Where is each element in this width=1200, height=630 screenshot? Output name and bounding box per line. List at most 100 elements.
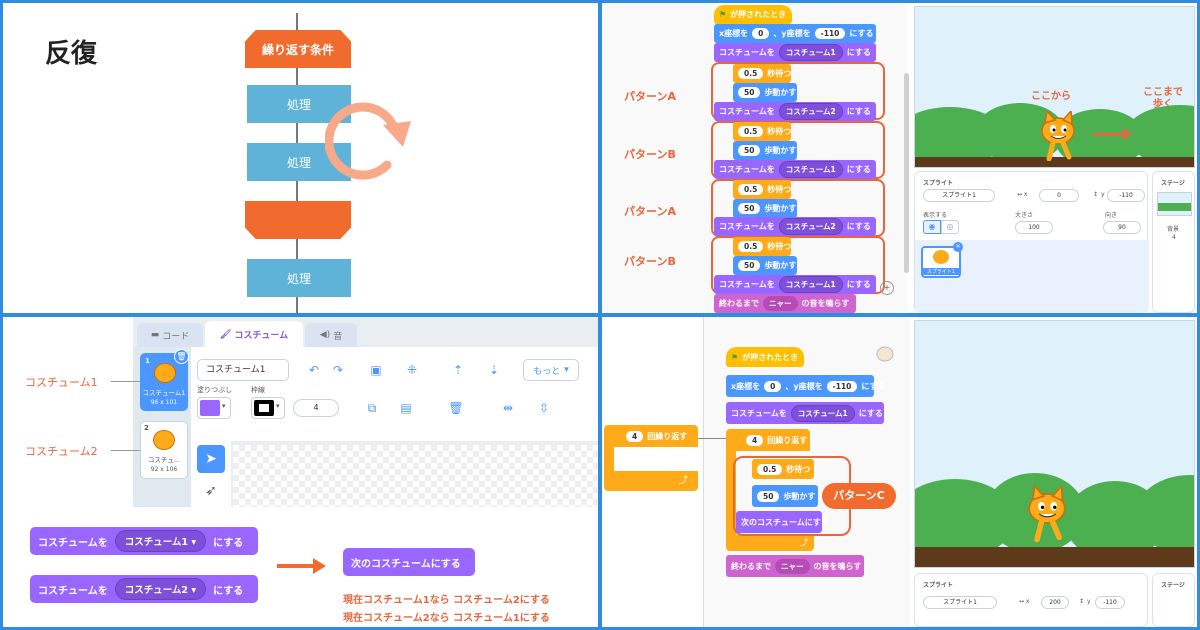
y-input[interactable]: -110: [1095, 596, 1125, 609]
hide-eye-icon[interactable]: ◎: [941, 220, 959, 234]
sprite-thumb[interactable]: スプライト1: [921, 246, 961, 278]
loop-arrow-icon: [325, 102, 411, 180]
to-label: ここまで 歩く: [1143, 87, 1183, 110]
y-input[interactable]: -110: [1107, 189, 1145, 202]
y-input[interactable]: -110: [814, 28, 846, 39]
process-label: 処理: [286, 97, 311, 112]
pattern-script-panel: ⚑ が押されたとき x座標を 0 、y座標を -110 にする コスチュームを …: [602, 3, 1197, 313]
y-arrows-icon: ↕: [1079, 598, 1085, 605]
backdrop-thumb[interactable]: [1157, 192, 1192, 216]
copy-icon[interactable]: ⧉: [367, 400, 377, 415]
repeat-block[interactable]: 4 回繰り返す: [726, 429, 810, 451]
switch-costume-block[interactable]: コスチュームを コスチューム1 にする: [714, 160, 876, 179]
arrow-right: [277, 564, 315, 568]
flip-horizontal-icon[interactable]: ⇹: [502, 401, 514, 415]
switch-costume-block[interactable]: コスチュームを コスチューム1 にする: [714, 275, 876, 294]
zoom-in-icon[interactable]: +: [880, 281, 894, 295]
outline-color-picker[interactable]: ▾: [251, 397, 285, 419]
from-label: ここから: [1031, 91, 1071, 102]
x-input[interactable]: 0: [752, 28, 770, 39]
green-flag-hat-block[interactable]: ⚑ が押されたとき: [726, 347, 804, 367]
flowchart-title: 反復: [45, 39, 98, 69]
size-input[interactable]: 100: [1015, 221, 1053, 234]
costume-dropdown[interactable]: コスチューム2 ▾: [114, 578, 207, 600]
switch-costume-block[interactable]: コスチュームを コスチューム1 ▾ にする: [30, 527, 258, 555]
select-tool-icon[interactable]: ➤: [197, 445, 225, 473]
undo-icon[interactable]: ↶: [308, 363, 320, 377]
ground: [915, 547, 1194, 567]
note-2: 現在コスチューム2なら コスチューム1にする: [343, 613, 550, 624]
costume-thumb-2[interactable]: 2 コスチュ... 92 x 106: [140, 421, 188, 479]
annotation-line: [111, 450, 140, 451]
canvas[interactable]: [233, 445, 598, 507]
costume-cat-icon: [154, 363, 176, 383]
stage-view[interactable]: ここから ここまで 歩く: [914, 6, 1195, 168]
switch-costume-block[interactable]: コスチュームを コスチューム2 ▾ にする: [30, 575, 258, 603]
costume-dropdown[interactable]: コスチューム1 ▾: [114, 530, 207, 552]
goto-xy-block[interactable]: x座標を 0 、y座標を -110 にする: [726, 375, 885, 397]
stage-selector-panel[interactable]: ステージ: [1152, 573, 1195, 627]
redo-icon[interactable]: ↷: [332, 363, 344, 377]
tab-costume[interactable]: 🖌コスチューム: [205, 321, 303, 348]
play-sound-block[interactable]: 終わるまで ニャー の音を鳴らす: [726, 555, 864, 577]
outline-width-input[interactable]: 4: [293, 399, 339, 417]
costume-cat-icon: [153, 430, 175, 450]
x-arrows-icon: ↔ x: [1017, 191, 1028, 198]
forward-icon[interactable]: ⇡: [452, 363, 464, 377]
tab-code[interactable]: ▬コード: [137, 323, 203, 347]
delete-icon[interactable]: 🗑: [448, 401, 464, 415]
stage-selector-panel[interactable]: ステージ 背景 4: [1152, 171, 1195, 313]
next-costume-block[interactable]: 次のコスチュームにする: [736, 511, 829, 533]
pattern-label: パターンA: [624, 205, 676, 218]
stage-view[interactable]: [914, 320, 1195, 568]
pattern-label: パターンB: [624, 255, 676, 268]
green-flag-icon: ⚑: [719, 10, 727, 19]
switch-costume-block[interactable]: コスチュームを コスチューム1 にする: [726, 402, 884, 424]
costume-name-input[interactable]: コスチューム1: [197, 359, 289, 381]
next-costume-block[interactable]: 次のコスチュームにする: [343, 548, 475, 576]
ungroup-icon[interactable]: ⁜: [406, 363, 418, 377]
switch-costume-block[interactable]: コスチュームを コスチューム1 にする: [714, 43, 876, 62]
switch-costume-block[interactable]: コスチュームを コスチューム2 にする: [714, 217, 876, 236]
note-1: 現在コスチューム1なら コスチューム2にする: [343, 595, 550, 606]
green-flag-hat-block[interactable]: ⚑ が押されたとき: [714, 5, 792, 24]
switch-costume-block[interactable]: コスチュームを コスチューム2 にする: [714, 102, 876, 121]
more-dropdown[interactable]: もっと▾: [523, 359, 579, 381]
x-input[interactable]: 200: [1041, 596, 1069, 609]
sprite-name-input[interactable]: スプライト1: [923, 189, 995, 202]
play-sound-block[interactable]: 終わるまで ニャー の音を鳴らす: [714, 294, 856, 313]
direction-input[interactable]: 90: [1103, 221, 1141, 234]
palette-repeat-block[interactable]: 4 回繰り返す: [604, 425, 698, 447]
group-icon[interactable]: ▣: [370, 363, 382, 377]
green-flag-icon: ⚑: [731, 352, 739, 362]
direction-arrow-head: [1123, 128, 1132, 140]
sprite-name-input[interactable]: スプライト1: [923, 596, 997, 609]
show-eye-icon[interactable]: ◉: [923, 220, 941, 234]
scratch-cat-icon: [1028, 485, 1066, 543]
paste-icon[interactable]: ▤: [400, 401, 412, 415]
reshape-tool-icon[interactable]: ➶: [205, 483, 217, 499]
flip-vertical-icon[interactable]: ⇳: [538, 401, 550, 415]
pattern-label: パターンB: [624, 148, 676, 161]
delete-sprite-icon[interactable]: ✕: [953, 242, 963, 252]
x-input[interactable]: 0: [1039, 189, 1079, 202]
costume-dropdown[interactable]: コスチューム1: [778, 44, 843, 61]
scrollbar[interactable]: [904, 73, 909, 273]
fill-color-picker[interactable]: ▾: [197, 397, 231, 419]
tab-sound[interactable]: ◀)音: [305, 323, 357, 347]
delete-costume-icon[interactable]: 🗑: [174, 349, 189, 364]
process-label: 処理: [286, 155, 311, 170]
goto-xy-block[interactable]: x座標を 0 、y座標を -110 にする: [714, 24, 876, 43]
backward-icon[interactable]: ⇣: [488, 363, 500, 377]
horizontal-divider: [0, 313, 1200, 317]
